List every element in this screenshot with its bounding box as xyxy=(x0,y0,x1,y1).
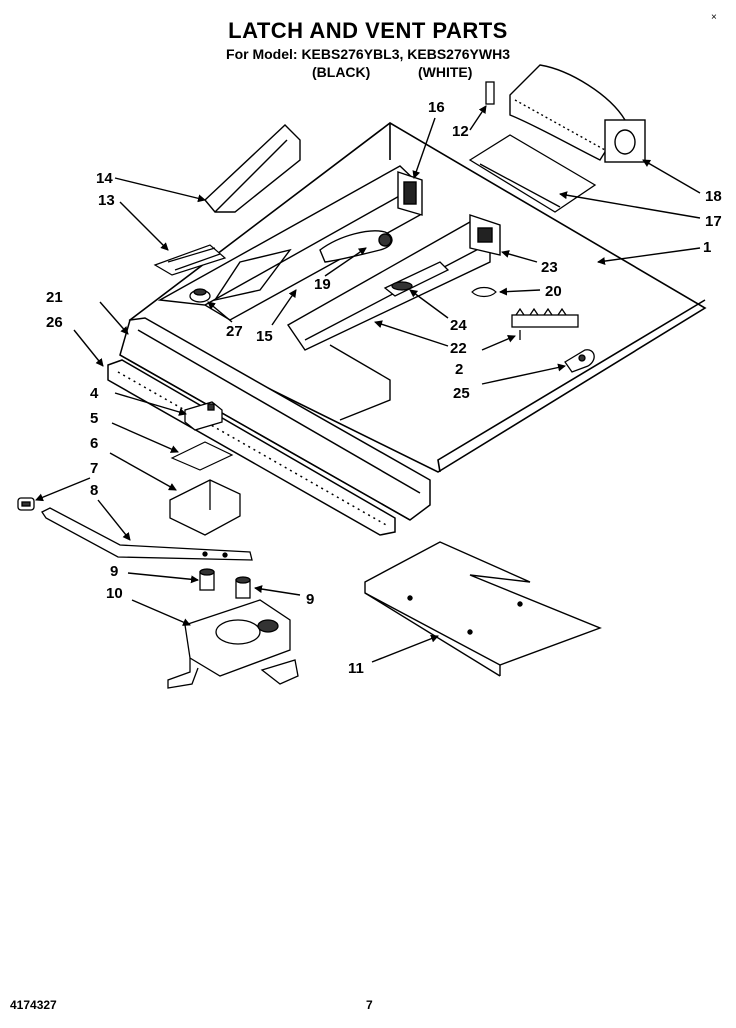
front-rail-part xyxy=(107,317,431,536)
callout-10: 10 xyxy=(106,585,123,602)
tube-19-part xyxy=(319,230,393,263)
grommet-27-part xyxy=(189,288,211,303)
label-12-part xyxy=(485,81,495,105)
filter-13-part xyxy=(153,244,227,276)
callout-2: 2 xyxy=(455,361,463,378)
cover-plate-11-part xyxy=(364,541,602,677)
callout-27: 27 xyxy=(226,323,243,340)
callout-22: 22 xyxy=(450,340,467,357)
bracket-16-part xyxy=(397,171,423,216)
vent-hood-14-part xyxy=(204,124,301,213)
callout-1: 1 xyxy=(703,239,711,256)
latch-rod-7-part xyxy=(41,507,253,561)
diagram-title: LATCH AND VENT PARTS xyxy=(228,18,508,43)
callout-26: 26 xyxy=(46,314,63,331)
callout-15: 15 xyxy=(256,328,273,345)
end-cap-8-part xyxy=(17,497,35,511)
spacer-9-part xyxy=(199,568,251,599)
callout-8: 7 xyxy=(90,460,98,477)
callout-13: 13 xyxy=(98,192,115,209)
callout-6: 6 xyxy=(90,435,98,452)
callout-21: 21 xyxy=(46,289,63,306)
clip-20-part xyxy=(471,286,497,298)
callout-20: 20 xyxy=(545,283,562,300)
callout-12: 12 xyxy=(452,123,469,140)
corner-mark: × xyxy=(711,12,717,23)
variant-black-label: (BLACK) xyxy=(312,64,371,80)
callout-25: 25 xyxy=(453,385,470,402)
callout-17: 17 xyxy=(705,213,722,230)
page-number: 7 xyxy=(366,998,373,1012)
callout-labels: 1 2 4 5 6 7 8 9 9 10 11 12 13 14 15 16 1… xyxy=(46,99,722,677)
terminal-block-2-part xyxy=(511,307,579,340)
callout-23: 23 xyxy=(541,259,558,276)
latch-assembly-10-part xyxy=(167,599,299,689)
callout-9a: 9 xyxy=(110,563,118,580)
fan-motor-18-part xyxy=(509,64,646,163)
callout-14: 14 xyxy=(96,170,113,187)
callout-18: 18 xyxy=(705,188,722,205)
callout-24: 24 xyxy=(450,317,467,334)
insulator-5-part xyxy=(170,441,234,471)
callout-4: 4 xyxy=(90,385,99,402)
callout-7: 8 xyxy=(90,482,98,499)
leader-lines xyxy=(35,105,701,663)
callout-19: 19 xyxy=(314,276,331,293)
clamp-25-part xyxy=(564,349,595,373)
switch-4-part xyxy=(184,401,223,431)
seal-block-23-part xyxy=(469,214,501,256)
slider-24-part xyxy=(383,261,450,297)
callout-16: 16 xyxy=(428,99,445,116)
part-number: 4174327 xyxy=(10,998,57,1012)
variant-white-label: (WHITE) xyxy=(418,64,473,80)
callout-9b: 9 xyxy=(306,591,314,608)
callout-11: 11 xyxy=(348,660,364,677)
shield-6-part xyxy=(169,479,241,536)
model-numbers: For Model: KEBS276YBL3, KEBS276YWH3 xyxy=(226,46,510,62)
callout-5: 5 xyxy=(90,410,98,427)
